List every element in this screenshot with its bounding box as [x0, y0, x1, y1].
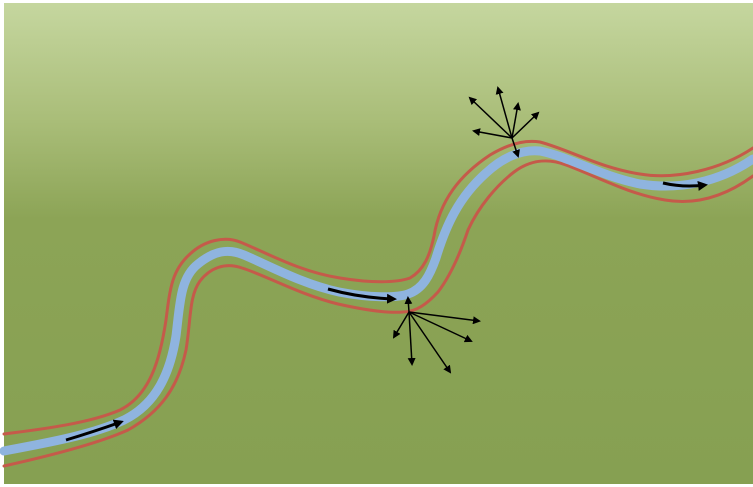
lower-burst-arrow-1	[408, 298, 409, 312]
left-white-edge	[0, 0, 4, 487]
top-white-edge	[0, 0, 753, 3]
